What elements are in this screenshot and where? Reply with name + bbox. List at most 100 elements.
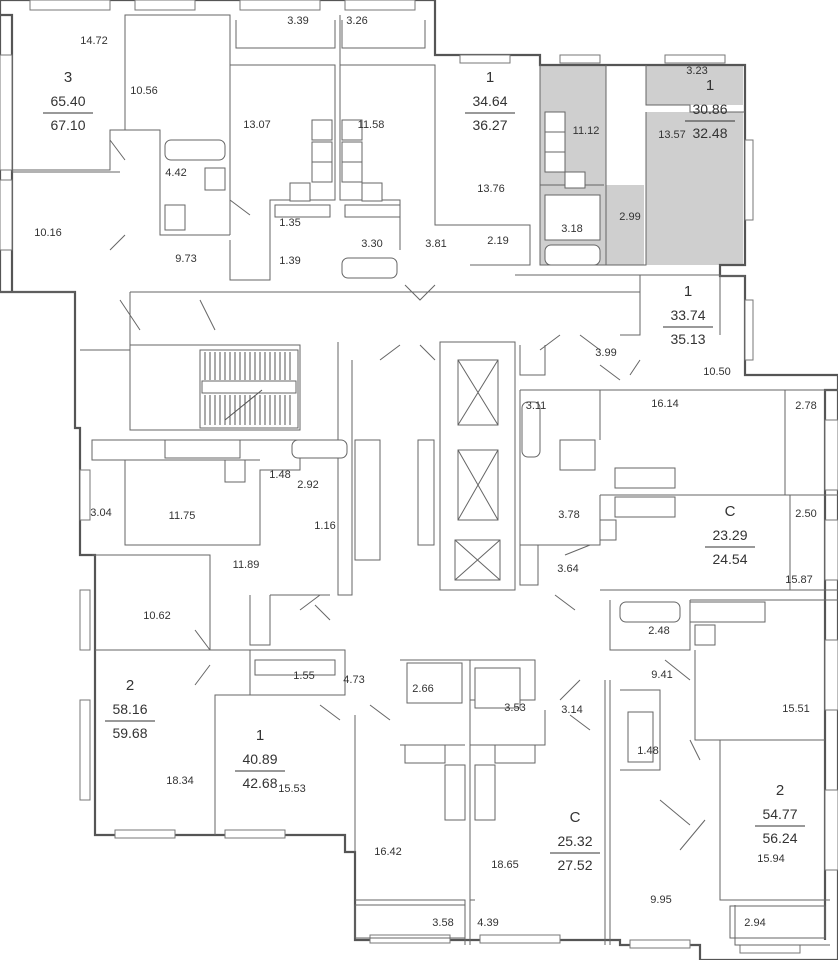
room-area-label: 18.65 bbox=[491, 859, 519, 871]
room-area-label: 3.04 bbox=[90, 507, 111, 519]
apartment-total-area: 59.68 bbox=[112, 725, 147, 741]
elevators bbox=[354, 359, 539, 586]
apartment-rooms: 2 bbox=[776, 782, 784, 799]
room-area-label: 15.51 bbox=[782, 703, 810, 715]
apartment-living-area: 25.32 bbox=[557, 833, 592, 849]
apartment-living-area: 58.16 bbox=[112, 701, 147, 717]
apartment-living-area: 54.77 bbox=[762, 806, 797, 822]
apartment-living-area: 23.29 bbox=[712, 527, 747, 543]
room-area-label: 11.75 bbox=[169, 510, 196, 522]
room-area-label: 3.23 bbox=[686, 65, 707, 77]
apartment-total-area: 56.24 bbox=[762, 830, 797, 846]
apartment-total-area: 24.54 bbox=[712, 551, 747, 567]
apartment-rooms: С bbox=[570, 809, 581, 826]
room-area-label: 3.64 bbox=[557, 563, 578, 575]
room-area-label: 16.42 bbox=[374, 846, 402, 858]
room-area-label: 3.30 bbox=[361, 238, 382, 250]
room-area-label: 1.48 bbox=[637, 745, 658, 757]
apartment-rooms: С bbox=[725, 503, 736, 520]
room-area-label: 2.19 bbox=[487, 235, 508, 247]
apartment-living-area: 40.89 bbox=[242, 751, 277, 767]
apartment-total-area: 35.13 bbox=[670, 331, 705, 347]
room-area-label: 11.12 bbox=[573, 125, 600, 137]
room-area-label: 4.73 bbox=[343, 674, 364, 686]
apartment-rooms: 3 bbox=[64, 69, 72, 86]
room-area-label: 9.41 bbox=[651, 669, 672, 681]
fixtures bbox=[164, 111, 766, 821]
room-area-label: 1.55 bbox=[293, 670, 314, 682]
apartment-rooms: 1 bbox=[256, 727, 264, 744]
room-area-label: 1.35 bbox=[279, 217, 300, 229]
apartment-labels: 3 65.40 67.10 1 34.64 36.27 1 30.86 32.48 1 33.74 3… bbox=[43, 69, 805, 873]
room-area-label: 11.58 bbox=[358, 119, 385, 131]
room-area-label: 2.99 bbox=[619, 211, 640, 223]
room-area-label: 2.66 bbox=[412, 683, 433, 695]
apartment-label: 2 58.16 59.68 bbox=[105, 677, 155, 741]
apartment-label: 1 33.74 35.13 bbox=[663, 283, 713, 347]
room-area-label: 10.56 bbox=[130, 85, 158, 97]
balconies bbox=[354, 904, 826, 939]
room-area-label: 3.81 bbox=[425, 238, 446, 250]
room-area-label: 18.34 bbox=[166, 775, 194, 787]
room-area-label: 2.48 bbox=[648, 625, 669, 637]
room-area-label: 3.26 bbox=[346, 15, 367, 27]
doors bbox=[109, 139, 706, 851]
apartment-rooms: 1 bbox=[706, 77, 714, 94]
room-area-label: 2.92 bbox=[297, 479, 318, 491]
apartment-rooms: 1 bbox=[486, 69, 494, 86]
apartment-rooms: 1 bbox=[684, 283, 692, 300]
room-area-label: 15.94 bbox=[757, 853, 785, 865]
apartment-total-area: 27.52 bbox=[557, 857, 592, 873]
apartment-label: 1 34.64 36.27 bbox=[465, 69, 515, 133]
apartment-living-area: 33.74 bbox=[670, 307, 705, 323]
room-area-label: 15.87 bbox=[785, 574, 813, 586]
apartment-label: 3 65.40 67.10 bbox=[43, 69, 93, 133]
apartment-total-area: 36.27 bbox=[472, 117, 507, 133]
room-area-label: 2.78 bbox=[795, 400, 816, 412]
room-area-label: 13.76 bbox=[477, 183, 505, 195]
room-area-label: 4.39 bbox=[477, 917, 498, 929]
room-area-label: 11.89 bbox=[233, 559, 260, 571]
room-area-label: 9.95 bbox=[650, 894, 671, 906]
apartment-living-area: 65.40 bbox=[50, 93, 85, 109]
apartment-label: С 25.32 27.52 bbox=[550, 809, 600, 873]
apartment-rooms: 2 bbox=[126, 677, 134, 694]
room-area-label: 16.14 bbox=[651, 398, 679, 410]
room-area-label: 14.72 bbox=[80, 35, 108, 47]
room-area-label: 4.42 bbox=[165, 167, 186, 179]
room-area-label: 3.14 bbox=[561, 704, 582, 716]
room-area-label: 3.18 bbox=[561, 223, 582, 235]
stairwell bbox=[199, 349, 299, 429]
room-area-label: 3.99 bbox=[595, 347, 616, 359]
apartment-living-area: 30.86 bbox=[692, 101, 727, 117]
room-area-label: 3.39 bbox=[287, 15, 308, 27]
room-area-label: 13.57 bbox=[658, 129, 686, 141]
room-area-labels: 14.72 10.56 3.39 3.26 13.07 11.58 4.42 10.16 9.7… bbox=[34, 15, 816, 929]
room-area-label: 3.11 bbox=[526, 400, 547, 412]
room-area-label: 15.53 bbox=[278, 783, 306, 795]
room-area-label: 9.73 bbox=[175, 253, 196, 265]
apartment-total-area: 42.68 bbox=[242, 775, 277, 791]
room-area-label: 2.94 bbox=[744, 917, 765, 929]
room-area-label: 10.62 bbox=[143, 610, 171, 622]
apartment-label: С 23.29 24.54 bbox=[705, 503, 755, 567]
highlighted-apartment bbox=[540, 65, 743, 265]
room-area-label: 2.50 bbox=[795, 508, 816, 520]
room-area-label: 3.53 bbox=[504, 702, 525, 714]
room-area-label: 10.16 bbox=[34, 227, 62, 239]
apartment-label: 1 40.89 42.68 bbox=[235, 727, 285, 791]
apartment-total-area: 32.48 bbox=[692, 125, 727, 141]
apartment-living-area: 34.64 bbox=[472, 93, 507, 109]
room-area-label: 13.07 bbox=[243, 119, 271, 131]
interior-walls bbox=[0, 14, 838, 946]
apartment-label: 2 54.77 56.24 bbox=[755, 782, 805, 846]
room-area-label: 1.16 bbox=[314, 520, 335, 532]
room-area-label: 3.78 bbox=[558, 509, 579, 521]
apartment-total-area: 67.10 bbox=[50, 117, 85, 133]
room-area-label: 3.58 bbox=[432, 917, 453, 929]
apartment-label: 1 30.86 32.48 bbox=[685, 77, 735, 141]
room-area-label: 1.39 bbox=[279, 255, 300, 267]
room-area-label: 1.48 bbox=[269, 469, 290, 481]
